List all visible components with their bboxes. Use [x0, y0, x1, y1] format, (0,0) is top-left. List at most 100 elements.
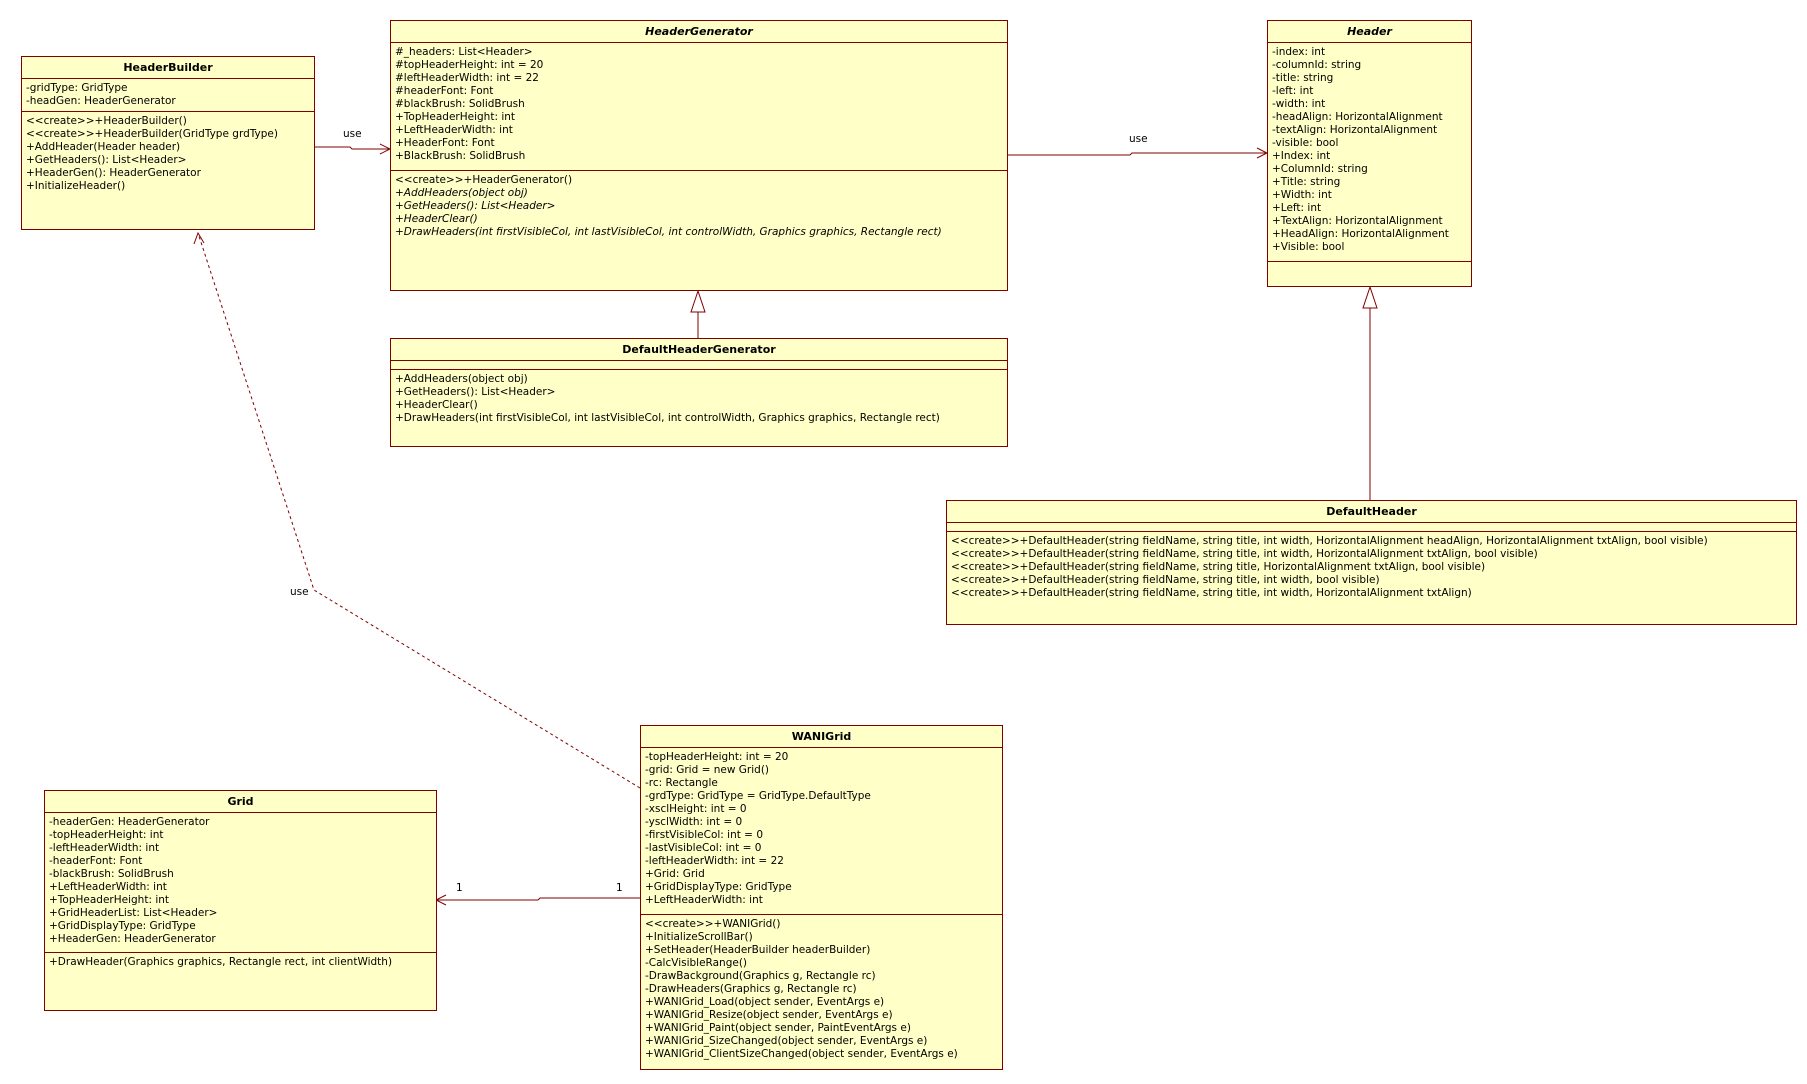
operations-section: +AddHeaders(object obj)+GetHeaders(): Li…: [391, 370, 1007, 428]
operations-section: [1268, 262, 1471, 268]
attributes-section: -gridType: GridType-headGen: HeaderGener…: [22, 79, 314, 112]
attribute-line: #_headers: List<Header>: [395, 46, 533, 58]
operation-line: +WANIGrid_Paint(object sender, PaintEven…: [645, 1022, 911, 1034]
attribute-line: -grdType: GridType = GridType.DefaultTyp…: [645, 790, 871, 802]
class-name: DefaultHeader: [947, 501, 1796, 523]
class-defaultheader[interactable]: DefaultHeader <<create>>+DefaultHeader(s…: [946, 500, 1797, 625]
class-name: DefaultHeaderGenerator: [391, 339, 1007, 361]
generalization-defaultheader: [1362, 285, 1378, 500]
operation-line: <<create>>+HeaderGenerator(): [395, 174, 573, 186]
attribute-line: -title: string: [1272, 72, 1334, 84]
attribute-line: +HeaderGen: HeaderGenerator: [49, 933, 216, 945]
operation-line: +GetHeaders(): List<Header>: [26, 154, 187, 166]
operation-line: +GetHeaders(): List<Header>: [395, 386, 556, 398]
attribute-line: -headAlign: HorizontalAlignment: [1272, 111, 1443, 123]
operation-line: <<create>>+HeaderBuilder(GridType grdTyp…: [26, 128, 278, 140]
operation-line: +HeaderClear(): [395, 399, 478, 411]
attribute-line: +TextAlign: HorizontalAlignment: [1272, 215, 1443, 227]
multiplicity-grid: 1: [456, 882, 463, 894]
attribute-line: +LeftHeaderWidth: int: [645, 894, 763, 906]
operations-section: <<create>>+DefaultHeader(string fieldNam…: [947, 532, 1796, 603]
attribute-line: -headGen: HeaderGenerator: [26, 95, 176, 107]
attribute-line: #headerFont: Font: [395, 85, 494, 97]
operation-line: <<create>>+DefaultHeader(string fieldNam…: [951, 574, 1380, 586]
operation-line: +DrawHeader(Graphics graphics, Rectangle…: [49, 956, 393, 968]
attribute-line: +LeftHeaderWidth: int: [49, 881, 167, 893]
attribute-line: +GridDisplayType: GridType: [645, 881, 792, 893]
operations-section: <<create>>+HeaderBuilder()<<create>>+Hea…: [22, 112, 314, 196]
operation-line: +WANIGrid_ClientSizeChanged(object sende…: [645, 1048, 958, 1060]
attribute-line: -topHeaderHeight: int: [49, 829, 164, 841]
class-header[interactable]: Header -index: int-columnId: string-titl…: [1267, 20, 1472, 287]
attributes-section: -index: int-columnId: string-title: stri…: [1268, 43, 1471, 262]
class-name: WANIGrid: [641, 726, 1002, 748]
attribute-line: #leftHeaderWidth: int = 22: [395, 72, 539, 84]
operation-line: -CalcVisibleRange(): [645, 957, 748, 969]
attribute-line: -topHeaderHeight: int = 20: [645, 751, 789, 763]
operation-line: +DrawHeaders(int firstVisibleCol, int la…: [395, 412, 940, 424]
class-headergenerator[interactable]: HeaderGenerator #_headers: List<Header> #…: [390, 20, 1008, 291]
assoc-wanigrid-grid: [434, 894, 640, 906]
operation-line: -DrawBackground(Graphics g, Rectangle rc…: [645, 970, 876, 982]
class-name: HeaderBuilder: [22, 57, 314, 79]
operation-line: +WANIGrid_Load(object sender, EventArgs …: [645, 996, 885, 1008]
attribute-line: +ColumnId: string: [1272, 163, 1368, 175]
operation-line: <<create>>+DefaultHeader(string fieldNam…: [951, 587, 1472, 599]
use-label-generator-header: use: [1129, 133, 1148, 145]
operation-line: +WANIGrid_Resize(object sender, EventArg…: [645, 1009, 893, 1021]
attribute-line: -leftHeaderWidth: int: [49, 842, 160, 854]
attribute-line: -xsclHeight: int = 0: [645, 803, 747, 815]
dependency-wanigrid-builder: [193, 231, 641, 789]
attribute-line: -lastVisibleCol: int = 0: [645, 842, 762, 854]
class-grid[interactable]: Grid -headerGen: HeaderGenerator-topHead…: [44, 790, 437, 1011]
use-label-wanigrid-builder: use: [290, 586, 309, 598]
operation-line: +SetHeader(HeaderBuilder headerBuilder): [645, 944, 871, 956]
class-wanigrid[interactable]: WANIGrid -topHeaderHeight: int = 20-grid…: [640, 725, 1003, 1070]
operation-line: +DrawHeaders(int firstVisibleCol, int la…: [395, 226, 942, 238]
attribute-line: -visible: bool: [1272, 137, 1339, 149]
attribute-line: +BlackBrush: SolidBrush: [395, 150, 526, 162]
attribute-line: +Visible: bool: [1272, 241, 1345, 253]
operation-line: <<create>>+DefaultHeader(string fieldNam…: [951, 548, 1538, 560]
attribute-line: -headerGen: HeaderGenerator: [49, 816, 210, 828]
operations-section: +DrawHeader(Graphics graphics, Rectangle…: [45, 953, 436, 972]
class-name: HeaderGenerator: [391, 21, 1007, 43]
operation-line: -DrawHeaders(Graphics g, Rectangle rc): [645, 983, 857, 995]
attribute-line: +HeadAlign: HorizontalAlignment: [1272, 228, 1449, 240]
attribute-line: -grid: Grid = new Grid(): [645, 764, 770, 776]
class-headerbuilder[interactable]: HeaderBuilder -gridType: GridType-headGe…: [21, 56, 315, 230]
attribute-line: -blackBrush: SolidBrush: [49, 868, 174, 880]
assoc-generator-header: [1008, 147, 1269, 159]
attribute-line: -headerFont: Font: [49, 855, 143, 867]
attribute-line: -index: int: [1272, 46, 1326, 58]
attribute-line: +HeaderFont: Font: [395, 137, 495, 149]
class-name: Grid: [45, 791, 436, 813]
operation-line: +HeaderGen(): HeaderGenerator: [26, 167, 201, 179]
operation-line: +AddHeaders(object obj): [395, 373, 528, 385]
operations-section: <<create>>+HeaderGenerator()+AddHeaders(…: [391, 171, 1007, 242]
operation-line: <<create>>+DefaultHeader(string fieldNam…: [951, 535, 1708, 547]
generalization-defaultheadergenerator: [690, 289, 706, 338]
attribute-line: -leftHeaderWidth: int = 22: [645, 855, 784, 867]
attribute-line: +TopHeaderHeight: int: [49, 894, 170, 906]
attribute-line: -width: int: [1272, 98, 1326, 110]
attribute-line: -gridType: GridType: [26, 82, 128, 94]
operation-line: <<create>>+WANIGrid(): [645, 918, 781, 930]
use-label-builder-generator: use: [343, 128, 362, 140]
attribute-line: -columnId: string: [1272, 59, 1362, 71]
multiplicity-wanigrid: 1: [616, 882, 623, 894]
operation-line: +GetHeaders(): List<Header>: [395, 200, 556, 212]
attributes-section: -topHeaderHeight: int = 20-grid: Grid = …: [641, 748, 1002, 915]
attribute-line: +LeftHeaderWidth: int: [395, 124, 513, 136]
operations-section: <<create>>+WANIGrid()+InitializeScrollBa…: [641, 915, 1002, 1064]
operation-line: +WANIGrid_SizeChanged(object sender, Eve…: [645, 1035, 928, 1047]
attribute-line: -firstVisibleCol: int = 0: [645, 829, 763, 841]
attribute-line: -left: int: [1272, 85, 1314, 97]
attribute-line: +Width: int: [1272, 189, 1332, 201]
operation-line: +AddHeader(Header header): [26, 141, 181, 153]
operation-line: +HeaderClear(): [395, 213, 478, 225]
operation-line: +InitializeHeader(): [26, 180, 126, 192]
attribute-line: +Title: string: [1272, 176, 1341, 188]
class-defaultheadergenerator[interactable]: DefaultHeaderGenerator +AddHeaders(objec…: [390, 338, 1008, 447]
